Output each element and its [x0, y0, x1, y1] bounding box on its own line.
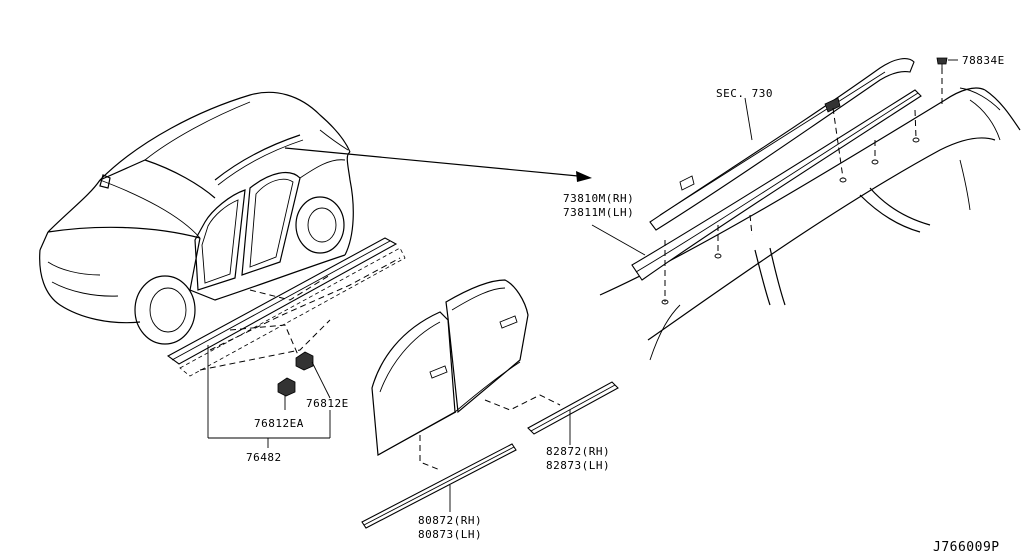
- callout-73811m: 73811M(LH): [563, 206, 634, 219]
- callout-76812ea: 76812EA: [254, 417, 304, 430]
- sill-leader: [207, 345, 331, 448]
- sill-molding: [166, 237, 406, 377]
- rear-door-molding: [527, 381, 619, 445]
- clip-76812e: [295, 351, 331, 399]
- callout-80873: 80873(LH): [418, 528, 482, 541]
- clip-76812ea: [277, 377, 296, 397]
- callout-labels: 78834E SEC. 730 73810M(RH) 73811M(LH) 76…: [246, 54, 1005, 555]
- roof-detail: [591, 57, 1021, 361]
- callout-sec-730: SEC. 730: [716, 87, 773, 100]
- callout-76812e: 76812E: [306, 397, 349, 410]
- callout-73810m: 73810M(RH): [563, 192, 634, 205]
- callout-76482: 76482: [246, 451, 282, 464]
- front-door-molding: [361, 443, 517, 529]
- door-illustration: [371, 279, 561, 471]
- callout-78834e: 78834E: [962, 54, 1005, 67]
- callout-82873: 82873(LH): [546, 459, 610, 472]
- callout-82872: 82872(RH): [546, 445, 610, 458]
- diagram-id: J766009P: [933, 540, 1000, 555]
- vehicle-illustration: [39, 91, 354, 345]
- callout-80872: 80872(RH): [418, 514, 482, 527]
- detail-arrow: [284, 147, 592, 182]
